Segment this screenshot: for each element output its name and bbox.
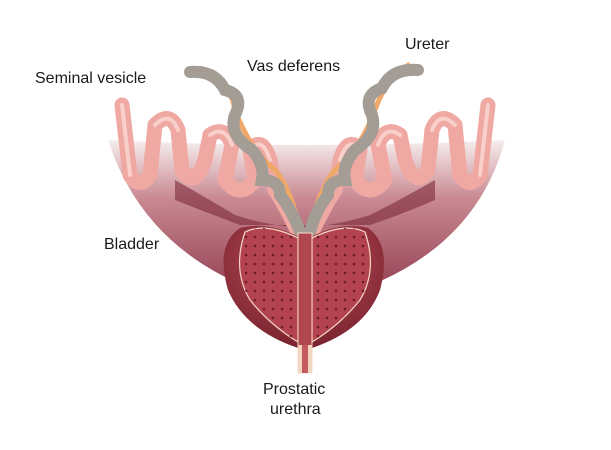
bladder-inner-fold xyxy=(175,180,435,228)
ureter-label: Ureter xyxy=(405,36,450,53)
seminal-vesicle-label: Seminal vesicle xyxy=(35,70,147,87)
bladder-label: Bladder xyxy=(104,236,160,253)
vas-deferens-label: Vas deferens xyxy=(247,58,341,75)
prostatic-urethra-label-line2: urethra xyxy=(270,401,321,418)
vas-deferens-right xyxy=(304,63,424,238)
prostatic-urethra-label-line1: Prostatic xyxy=(263,381,326,398)
vas-deferens-left xyxy=(184,65,306,238)
bladder xyxy=(108,140,505,305)
